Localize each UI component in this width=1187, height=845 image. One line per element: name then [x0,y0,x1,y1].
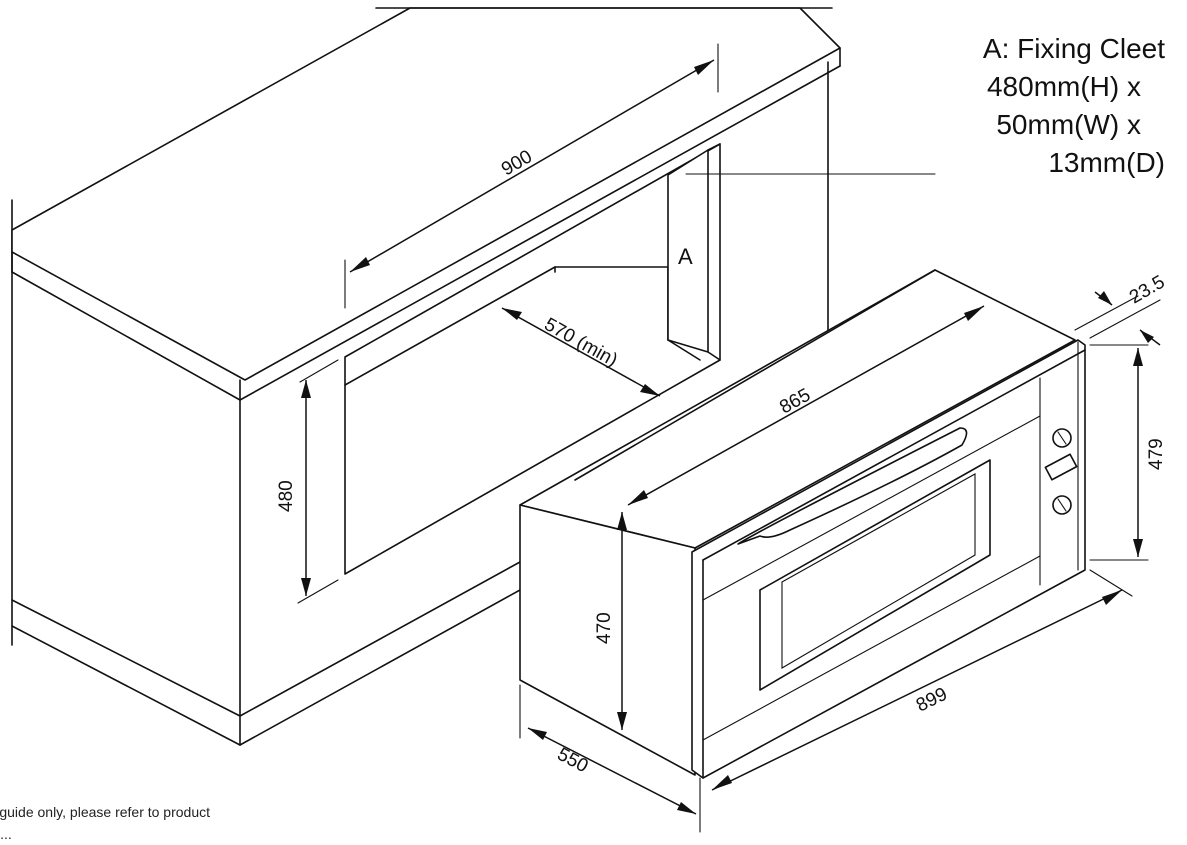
footnote: e a guide only, please refer to product … [0,801,396,845]
oven-controls [1044,428,1078,515]
cleat-label: A [678,244,693,269]
oven-dimensions: 865 23.5 479 470 550 899 [519,272,1169,833]
display-icon [1044,453,1078,481]
fixing-cleat-legend: A: Fixing Cleet 480mm(H) x 50mm(W) x 13m… [983,30,1165,182]
oven-handle [737,427,968,545]
left-knob-icon [1052,428,1072,448]
dim-479: 479 [1146,438,1167,470]
cabinet: A [11,7,936,746]
legend-depth: 13mm(D) [1048,147,1165,178]
oven [519,269,1086,779]
footnote-line-1: e a guide only, please refer to product [0,804,211,820]
dim-23-5: 23.5 [1126,272,1169,309]
legend-width: 50mm(W) x [996,109,1141,140]
dim-480: 480 [276,480,297,512]
footnote-line-2: ... r ... [0,826,12,842]
fixing-cleat [667,143,721,361]
dim-470: 470 [594,612,615,644]
legend-height: 480mm(H) x [986,71,1141,102]
dim-550: 550 [554,744,592,777]
right-knob-icon [1052,495,1072,515]
legend-title: A: Fixing Cleet [982,33,1165,64]
